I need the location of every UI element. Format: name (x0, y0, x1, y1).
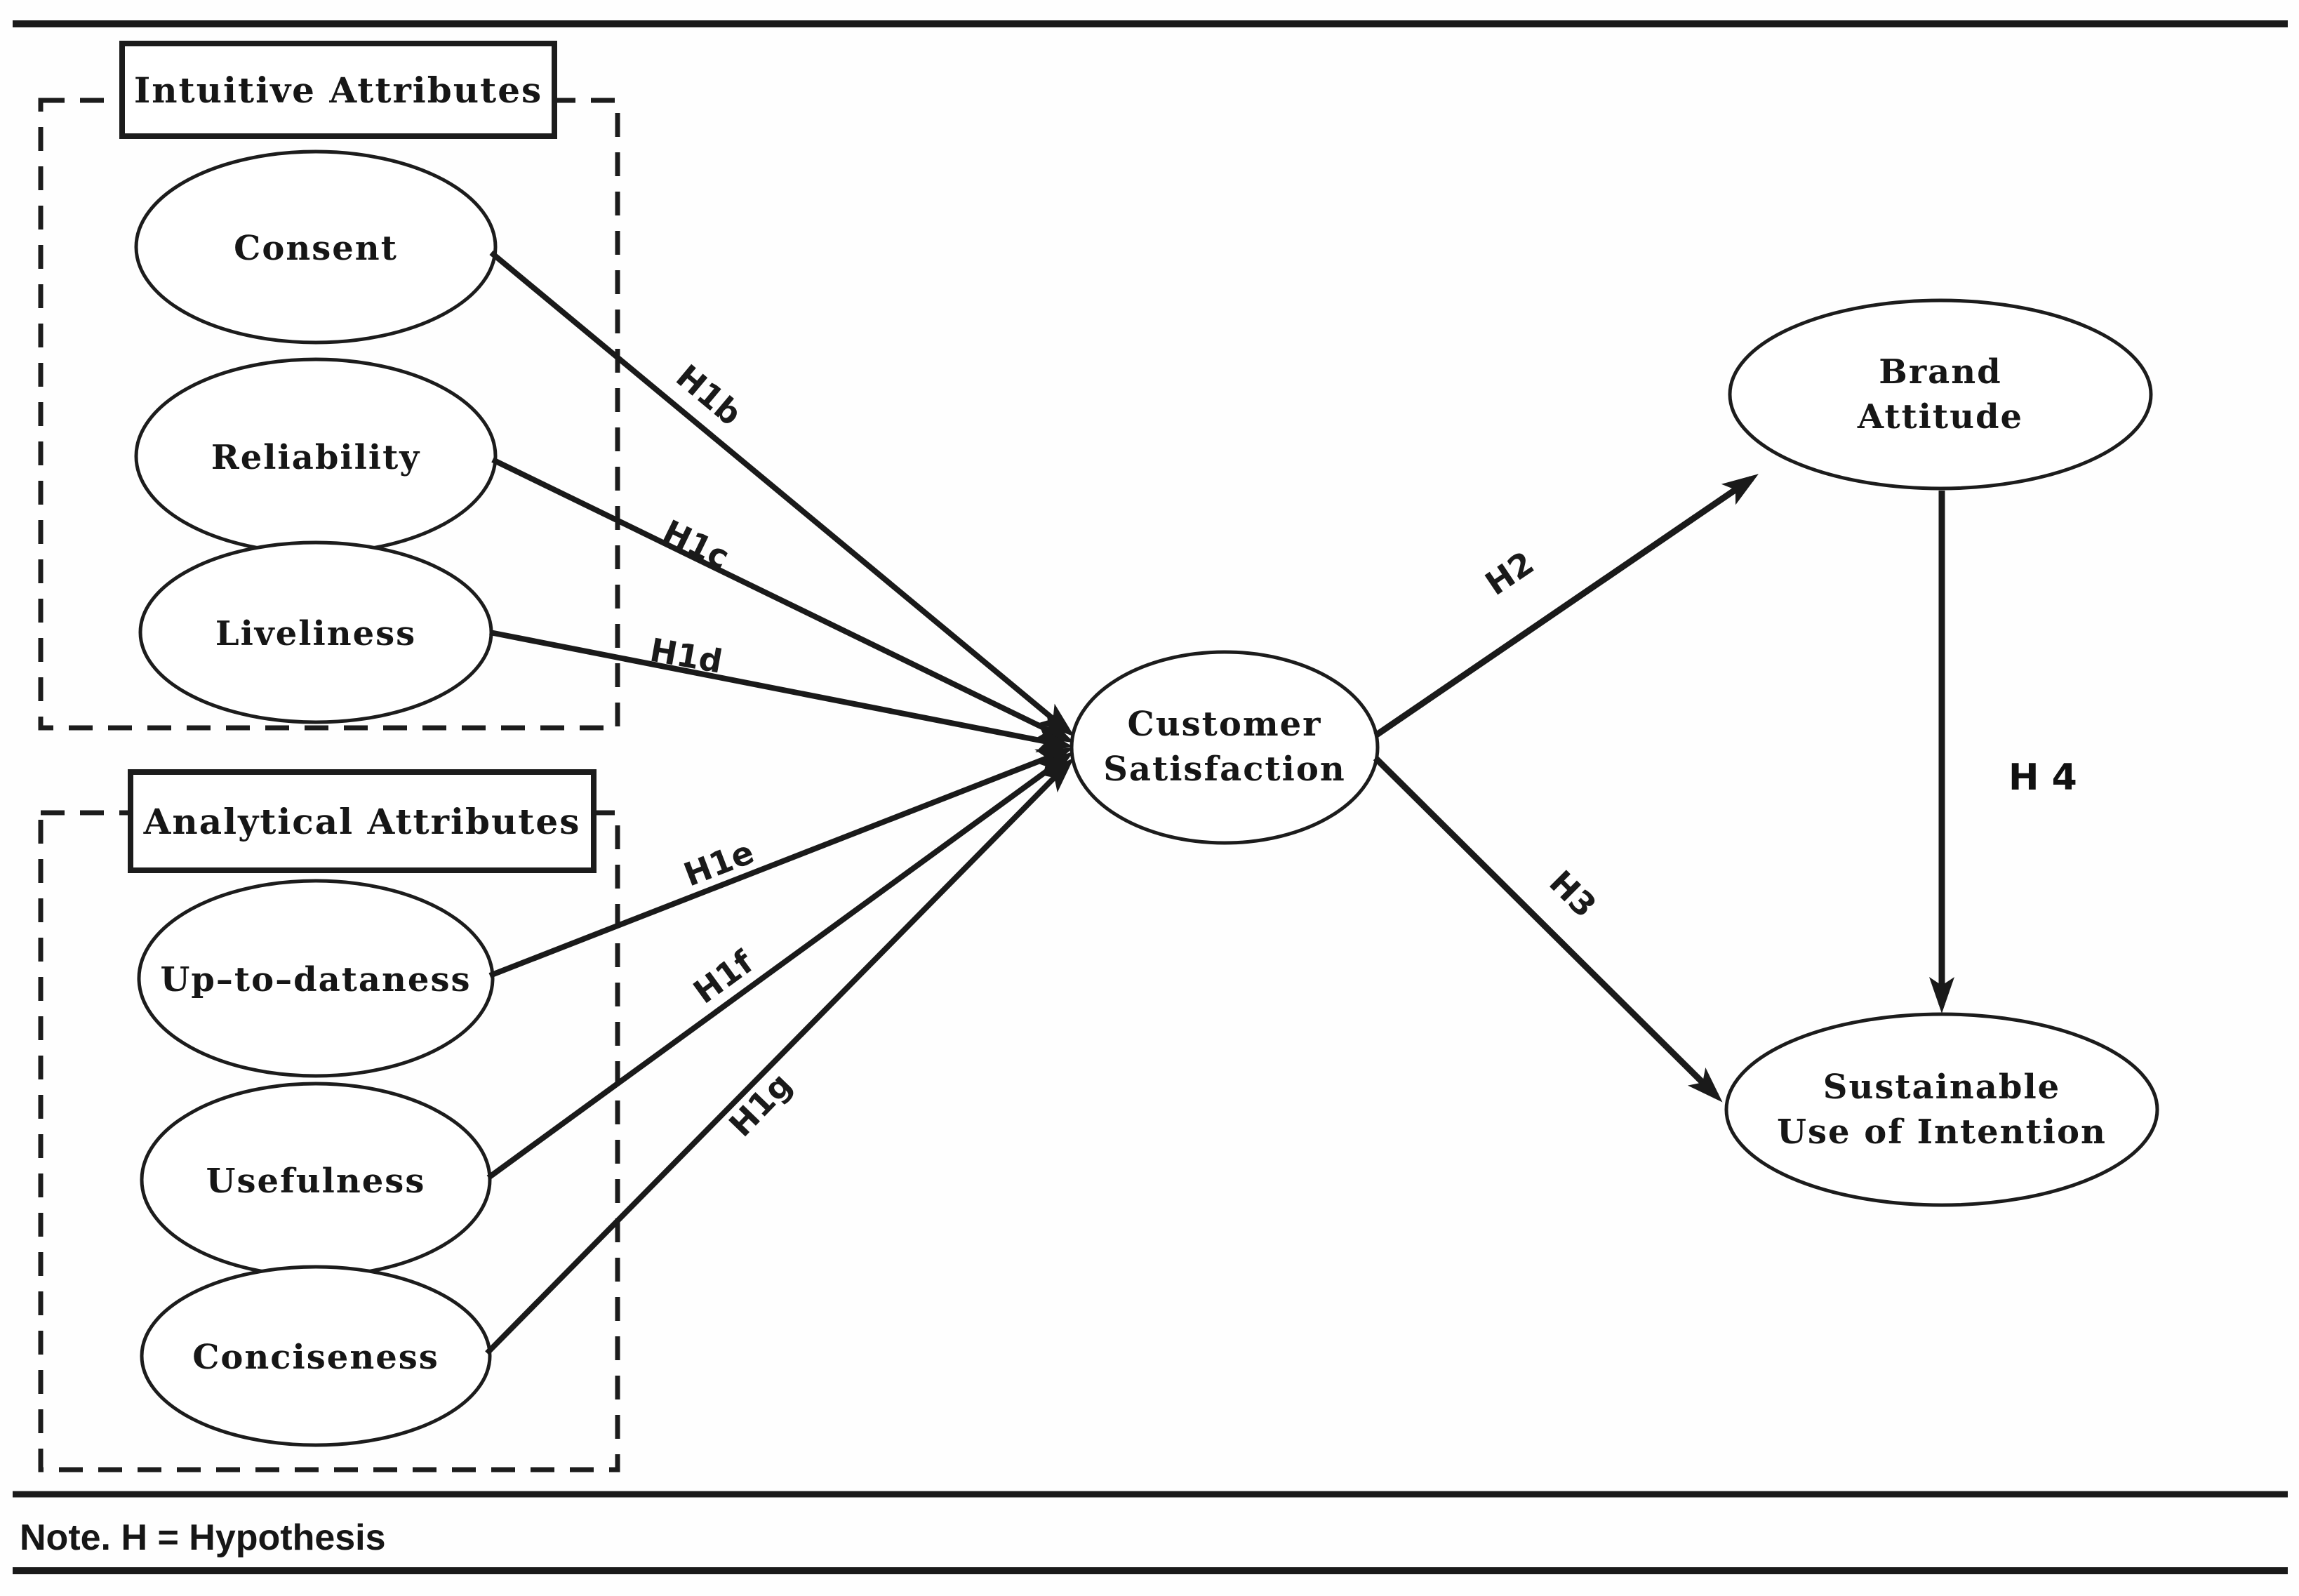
reliability-label: Reliability (211, 438, 420, 477)
brand-attitude-label-line2: Attitude (1857, 397, 2023, 437)
note-text: Note. H = Hypothesis (20, 1517, 386, 1558)
customer-satisfaction-label-line2: Satisfaction (1103, 750, 1346, 789)
sustainable-use-label-line2: Use of Intention (1777, 1112, 2107, 1152)
edge-label-h1d: H1d (647, 631, 725, 681)
customer-satisfaction-node (1069, 650, 1380, 845)
brand-attitude-label-line1: Brand (1879, 352, 2001, 392)
edge-label-h4: H 4 (2008, 757, 2077, 799)
analytical-group-title: Analytical Attributes (143, 801, 581, 842)
edge-h1d (489, 630, 1074, 752)
hypothesis-edges-right: H2 H3 H 4 (1373, 474, 2077, 1103)
consent-label: Consent (234, 229, 398, 268)
customer-satisfaction-group: Customer Satisfaction (1069, 650, 1380, 845)
edge-label-h3: H3 (1542, 863, 1604, 925)
edge-h3 (1373, 755, 1723, 1103)
analytical-group-title-box (128, 769, 597, 873)
liveliness-label: Liveliness (215, 614, 416, 653)
intuitive-group: Intuitive Attributes Consent Reliability… (38, 41, 620, 731)
edge-label-h2: H2 (1479, 544, 1541, 603)
brand-attitude-group: Brand Attitude (1728, 298, 2153, 491)
edge-h1b (489, 250, 1075, 737)
intuitive-group-title: Intuitive Attributes (134, 69, 542, 111)
conciseness-node (140, 1265, 492, 1447)
edge-label-h1c: H1c (657, 512, 735, 576)
up-to-dataness-node (137, 879, 495, 1078)
edge-h1c (491, 457, 1074, 743)
analytical-group: Analytical Attributes Up–to–dataness Use… (38, 769, 620, 1472)
conciseness-label: Conciseness (192, 1338, 439, 1377)
usefulness-label: Usefulness (206, 1162, 426, 1201)
edge-h1e (488, 747, 1074, 978)
edge-label-h1f: H1f (686, 943, 761, 1011)
intuitive-group-title-box (119, 41, 557, 139)
customer-satisfaction-label-line1: Customer (1128, 705, 1322, 744)
edge-h2 (1373, 474, 1759, 738)
sustainable-use-group: Sustainable Use of Intention (1724, 1012, 2159, 1207)
edge-label-h1b: H1b (669, 357, 749, 433)
note-block: Note. H = Hypothesis (13, 1491, 2288, 1574)
up-to-dataness-label: Up–to–dataness (160, 960, 471, 999)
brand-attitude-node (1728, 298, 2153, 491)
edge-h1g (485, 757, 1074, 1355)
sustainable-use-node (1724, 1012, 2159, 1207)
consent-node (134, 149, 498, 345)
sustainable-use-label-line1: Sustainable (1823, 1068, 2060, 1107)
edge-label-h1g: H1g (721, 1065, 799, 1144)
edge-h1f (486, 751, 1074, 1181)
